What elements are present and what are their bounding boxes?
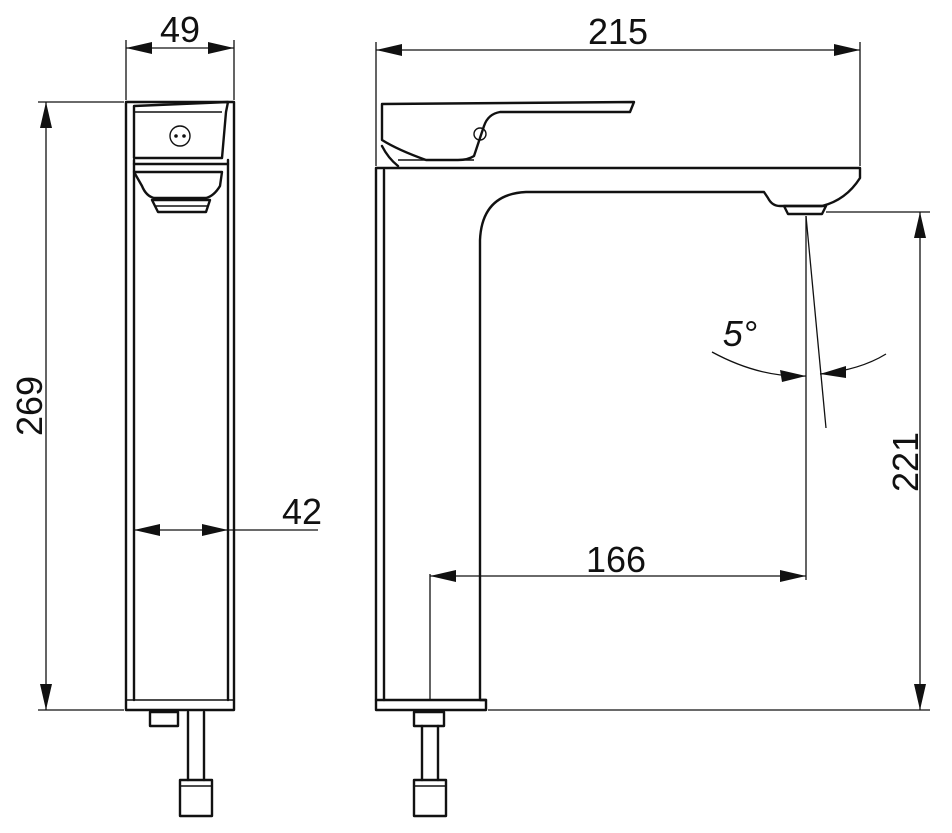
dim-angle-arrow-right (820, 366, 846, 378)
dim-269-label: 269 (9, 376, 50, 436)
front-lever-handle (380, 100, 636, 162)
dim-angle-arrow-left (780, 370, 806, 382)
dim-42-arrow-right (202, 524, 228, 536)
front-lever-screw (473, 127, 487, 141)
dim-side-width: 49 (125, 9, 235, 100)
front-body-outline (374, 166, 862, 712)
side-lever-screw (169, 125, 191, 147)
dim-angle-label: 5° (723, 313, 757, 354)
dim-221-label: 221 (885, 432, 926, 492)
front-aerator (782, 204, 828, 216)
side-screw-dot-b (182, 134, 186, 138)
dim-49-label: 49 (160, 9, 200, 50)
dim-221-arrow-top (914, 212, 926, 238)
dim-215-arrow-left (376, 44, 402, 56)
side-lever-handle (132, 100, 230, 160)
front-hose-nut (412, 778, 448, 818)
side-view (124, 100, 236, 818)
dim-42-label: 42 (282, 491, 322, 532)
front-view (374, 100, 862, 818)
dim-angle-ray (805, 215, 827, 429)
side-aerator-body (132, 170, 224, 200)
dim-angle: 5° (711, 215, 887, 429)
front-mount-stud (412, 710, 446, 728)
side-body-outline (124, 100, 236, 712)
dim-215-arrow-right (834, 44, 860, 56)
dim-42-arrow-left (134, 524, 160, 536)
dim-166-arrow-left (430, 570, 456, 582)
side-screw-dot-a (174, 134, 178, 138)
dim-reach: 166 (429, 216, 807, 700)
dim-side-height: 269 (9, 101, 124, 711)
dim-215-label: 215 (588, 11, 648, 52)
dim-269-arrow-bottom (40, 684, 52, 710)
dim-front-width: 215 (375, 11, 861, 166)
dim-angle-arc-left (711, 351, 807, 377)
dim-49-arrow-right (208, 42, 234, 54)
dim-inner-width: 42 (134, 491, 322, 536)
side-hose-nut (178, 778, 214, 818)
dim-221-arrow-bottom (914, 684, 926, 710)
dim-166-label: 166 (586, 539, 646, 580)
dim-spout-height: 221 (488, 211, 930, 711)
dim-49-arrow-left (126, 42, 152, 54)
side-mount-stud (148, 710, 180, 728)
side-aerator-tip (150, 198, 212, 214)
dim-269-arrow-top (40, 102, 52, 128)
front-lever-curve (380, 144, 400, 168)
dim-166-arrow-right (780, 570, 806, 582)
